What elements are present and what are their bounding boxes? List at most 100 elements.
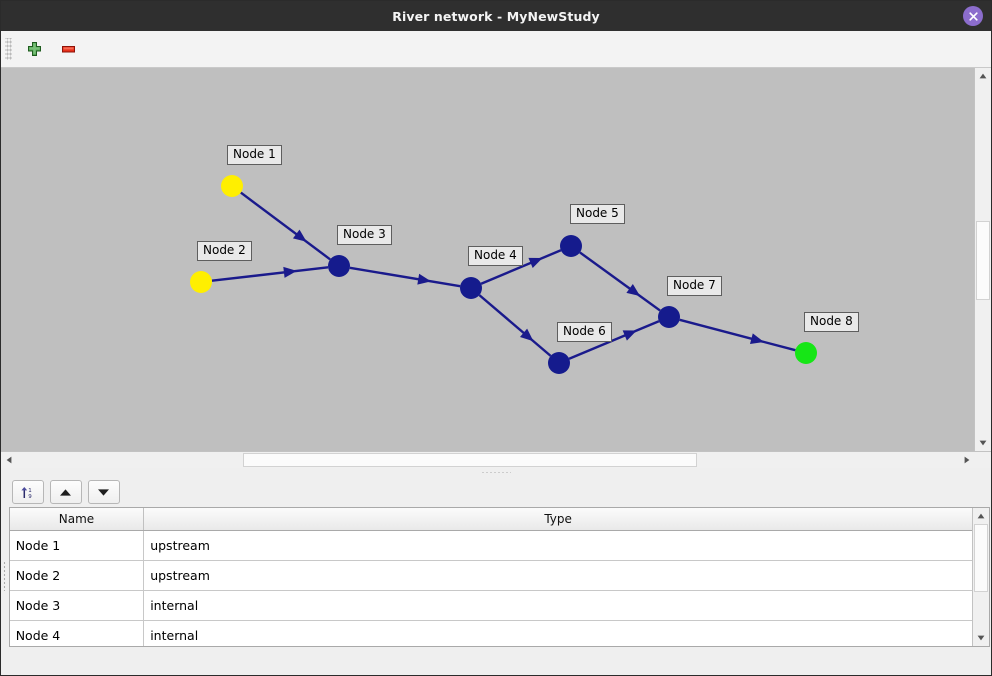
graph-node-label[interactable]: Node 4: [468, 246, 523, 266]
column-header-name[interactable]: Name: [9, 508, 145, 531]
svg-text:1: 1: [28, 488, 32, 494]
table-cell[interactable]: internal: [143, 620, 973, 646]
table-cell[interactable]: internal: [143, 590, 973, 621]
edge-arrow-icon: [528, 257, 543, 269]
graph-node[interactable]: [328, 255, 350, 277]
node-scroll-down-button[interactable]: [973, 630, 990, 646]
graph-node-label[interactable]: Node 6: [557, 322, 612, 342]
node-table-vertical-scrollbar[interactable]: [972, 508, 990, 646]
edge-arrow-icon: [622, 330, 637, 341]
graph-node[interactable]: [560, 235, 582, 257]
branch-pane-footer: [1, 647, 2, 675]
triangle-down-icon: [977, 635, 985, 641]
window-titlebar: River network - MyNewStudy: [1, 1, 991, 31]
graph-tables-splitter[interactable]: [1, 468, 991, 477]
table-cell[interactable]: Node 1: [9, 530, 145, 561]
scroll-left-button[interactable]: [1, 452, 17, 468]
scroll-right-button[interactable]: [959, 452, 975, 468]
graph-node-label[interactable]: Node 8: [804, 312, 859, 332]
red-minus-icon: [61, 45, 75, 52]
move-node-down-button[interactable]: [87, 480, 120, 504]
scroll-up-button[interactable]: [975, 68, 991, 84]
splitter-grip-icon: [3, 561, 7, 591]
svg-text:9: 9: [28, 494, 32, 500]
add-node-button[interactable]: [20, 35, 48, 63]
triangle-down-icon: [979, 440, 987, 446]
triangle-right-icon: [964, 456, 970, 464]
graph-node[interactable]: [548, 352, 570, 374]
vertical-scroll-thumb[interactable]: [976, 220, 990, 301]
edge-arrow-icon: [292, 229, 307, 242]
network-edges-layer: [190, 175, 817, 374]
network-edge[interactable]: [679, 318, 796, 352]
triangle-up-icon: [60, 488, 72, 496]
column-header-type[interactable]: Type: [143, 508, 973, 531]
river-network-diagram[interactable]: Node 1 Node 2 Node 3 Node 4 Node 5 Node 6 Node…: [1, 68, 974, 451]
edge-arrow-icon: [283, 266, 297, 278]
network-edge[interactable]: [478, 294, 552, 357]
edge-arrow-icon: [417, 273, 432, 285]
node-table-toolbar: 1 9: [7, 477, 992, 507]
graph-node[interactable]: [795, 342, 817, 364]
vertical-scroll-track[interactable]: [975, 84, 991, 435]
tables-splitter[interactable]: [1, 477, 8, 675]
network-edge[interactable]: [579, 251, 661, 312]
green-plus-icon: [27, 41, 41, 56]
scroll-down-button[interactable]: [975, 435, 991, 451]
triangle-down-icon: [98, 488, 110, 496]
toolbar-grip[interactable]: [5, 38, 12, 60]
graph-vertical-scrollbar[interactable]: [974, 68, 991, 451]
graph-canvas-area: Node 1 Node 2 Node 3 Node 4 Node 5 Node 6 Node…: [1, 68, 991, 468]
graph-node-label[interactable]: Node 3: [337, 225, 392, 245]
table-cell[interactable]: upstream: [143, 530, 973, 561]
triangle-left-icon: [6, 456, 12, 464]
table-cell[interactable]: Node 3: [9, 590, 145, 621]
graph-node-label[interactable]: Node 2: [197, 241, 252, 261]
node-table-pane: 1 9: [7, 477, 992, 675]
table-cell[interactable]: upstream: [143, 560, 973, 591]
network-edge[interactable]: [240, 191, 331, 261]
node-scroll-track[interactable]: [973, 524, 990, 630]
move-node-up-button[interactable]: [49, 480, 82, 504]
graph-node[interactable]: [460, 277, 482, 299]
close-icon: [968, 11, 978, 21]
network-edge[interactable]: [349, 266, 461, 288]
network-edge[interactable]: [568, 320, 660, 360]
graph-node[interactable]: [190, 271, 212, 293]
delete-node-button[interactable]: [54, 35, 82, 63]
network-edge[interactable]: [211, 266, 329, 282]
node-scroll-up-button[interactable]: [973, 508, 990, 524]
horizontal-scroll-thumb[interactable]: [243, 453, 698, 467]
graph-node-label[interactable]: Node 7: [667, 276, 722, 296]
window-title: River network - MyNewStudy: [392, 8, 600, 24]
scrollbar-corner: [975, 452, 991, 468]
node-pane-footer: [7, 647, 992, 675]
graph-node-label[interactable]: Node 1: [227, 145, 282, 165]
table-cell[interactable]: Node 2: [9, 560, 145, 591]
main-toolbar: [1, 31, 991, 68]
network-edge[interactable]: [480, 249, 562, 285]
node-scroll-thumb[interactable]: [974, 524, 989, 592]
edge-arrow-icon: [626, 284, 641, 297]
horizontal-scroll-track[interactable]: [17, 452, 959, 468]
graph-node-label[interactable]: Node 5: [570, 204, 625, 224]
table-cell[interactable]: Node 4: [9, 620, 145, 646]
graph-node[interactable]: [221, 175, 243, 197]
sort-ascending-icon: 1 9: [21, 486, 32, 500]
sort-nodes-button[interactable]: 1 9: [11, 480, 44, 504]
edge-arrow-icon: [519, 328, 534, 342]
graph-horizontal-scrollbar[interactable]: [1, 451, 991, 468]
close-window-button[interactable]: [963, 6, 983, 26]
splitter-grip-icon: [481, 471, 511, 474]
graph-node[interactable]: [658, 306, 680, 328]
